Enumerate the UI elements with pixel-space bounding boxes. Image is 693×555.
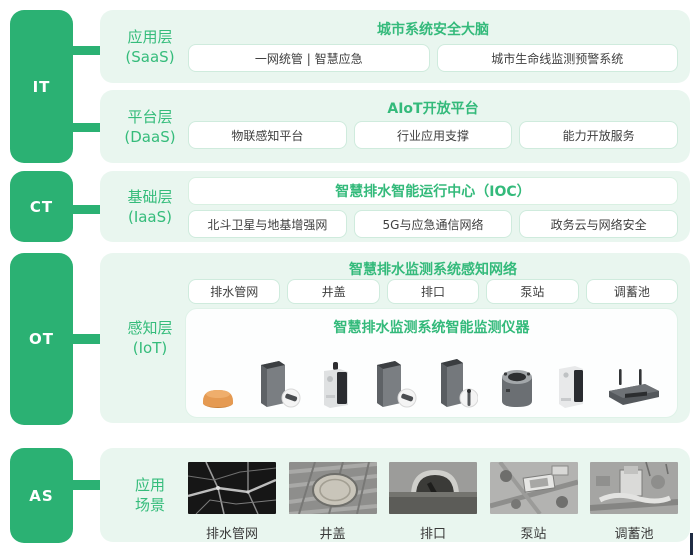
connector-it-saas [64, 46, 108, 55]
saas-pill-row: 一网统管 | 智慧应急 城市生命线监测预警系统 [188, 44, 678, 72]
pill-pump-station: 泵站 [486, 279, 579, 304]
daas-heading: AIoT开放平台 [387, 101, 479, 117]
pill-iot-sensing-platform: 物联感知平台 [188, 121, 347, 149]
iot-pill-row: 排水管网 井盖 排口 泵站 调蓄池 [188, 279, 679, 304]
scene-outlet: 排口 [389, 462, 477, 542]
pill-city-lifeline-warning: 城市生命线监测预警系统 [436, 44, 678, 72]
cabinet-sensor-icon [371, 359, 417, 409]
layer-label-saas: 应用层 (SaaS) [106, 26, 194, 67]
connector-ot-iot [64, 334, 108, 344]
dome-sensor-icon [200, 387, 236, 409]
layer-abbr: (DaaS) [124, 127, 176, 146]
page-edge-artifact [690, 533, 693, 555]
pill-gov-cloud-security: 政务云与网络安全 [519, 210, 679, 238]
daas-pill-row: 物联感知平台 行业应用支撑 能力开放服务 [188, 121, 679, 149]
layer-abbr: (SaaS) [125, 47, 175, 66]
layer-abbr: (IoT) [132, 339, 168, 357]
pill-unified-management: 一网统管 | 智慧应急 [188, 44, 430, 72]
layer-name: 感知层 [127, 318, 173, 337]
scene-caption: 井盖 [319, 527, 346, 542]
iaas-heading: 智慧排水智能运行中心（IOC） [335, 184, 531, 200]
scene-drainage-network: 排水管网 [188, 462, 276, 542]
probe-cabinet-sensor-icon [436, 357, 478, 409]
rail-label-ct: CT [29, 197, 54, 216]
pill-drainage-network: 排水管网 [188, 279, 281, 304]
scene-caption: 排水管网 [205, 527, 258, 542]
rail-block-it: IT [10, 10, 73, 163]
pill-capability-open-service: 能力开放服务 [519, 121, 679, 149]
layer-label-scenes: 应用 场景 [106, 475, 194, 516]
storage-tank-photo [590, 462, 678, 514]
iot-sub-heading: 智慧排水监测系统智能监测仪器 [333, 320, 530, 336]
rail-label-as: AS [29, 486, 54, 505]
saas-heading: 城市系统安全大脑 [377, 22, 489, 38]
layer-label-iot: 感知层 (IoT) [106, 318, 194, 359]
wall-box-device-icon [556, 363, 586, 409]
layer-abbr: 场景 [134, 496, 165, 514]
panel-scenes: 应用 场景 排水管网 [100, 448, 690, 542]
pill-5g-emergency-network: 5G与应急通信网络 [353, 210, 513, 238]
connector-ct-iaas [64, 205, 108, 214]
layer-name: 平台层 [127, 107, 173, 126]
pill-outlet: 排口 [386, 279, 480, 304]
pill-beidou-ground-network: 北斗卫星与地基增强网 [188, 210, 347, 238]
scene-row: 排水管网 井盖 [188, 462, 678, 542]
connector-it-daas [64, 123, 108, 132]
scene-pump-station: 泵站 [489, 462, 578, 542]
scene-manhole-cover: 井盖 [288, 462, 377, 542]
pill-storage-tank: 调蓄池 [585, 279, 679, 304]
manhole-cover-photo [288, 462, 377, 514]
iot-devices-panel: 智慧排水监测系统智能监测仪器 [185, 308, 678, 418]
rail-label-ot: OT [29, 330, 54, 348]
drainage-network-photo [188, 462, 276, 514]
iaas-heading-box: 智慧排水智能运行中心（IOC） [188, 177, 678, 205]
connector-as-scenes [64, 480, 108, 490]
scene-caption: 排口 [419, 527, 446, 542]
rail-block-as: AS [10, 448, 73, 543]
layer-abbr: (IaaS) [127, 207, 173, 226]
scene-caption: 调蓄池 [614, 527, 654, 542]
panel-iot: 感知层 (IoT) 智慧排水监测系统感知网络 排水管网 井盖 排口 泵站 调蓄池… [100, 253, 690, 423]
outlet-photo [389, 462, 477, 514]
layer-name: 基础层 [127, 187, 173, 206]
layer-label-iaas: 基础层 (IaaS) [106, 186, 194, 227]
screen-monitor-device-icon [320, 361, 352, 409]
panel-iaas: 基础层 (IaaS) 智慧排水智能运行中心（IOC） 北斗卫星与地基增强网 5G… [100, 171, 690, 242]
scene-caption: 泵站 [520, 527, 547, 542]
well-cylinder-sensor-icon [497, 365, 537, 409]
device-row [200, 339, 663, 409]
rail-label-it: IT [32, 77, 51, 96]
pill-manhole-cover: 井盖 [287, 279, 380, 304]
panel-daas: 平台层 (DaaS) AIoT开放平台 物联感知平台 行业应用支撑 能力开放服务 [100, 90, 690, 163]
gateway-router-icon [605, 367, 663, 409]
layer-label-daas: 平台层 (DaaS) [106, 106, 194, 147]
rail-block-ct: CT [10, 171, 73, 242]
iot-heading: 智慧排水监测系统感知网络 [349, 262, 517, 278]
iaas-pill-row: 北斗卫星与地基增强网 5G与应急通信网络 政务云与网络安全 [188, 210, 679, 238]
pill-industry-app-support: 行业应用支撑 [353, 121, 513, 149]
cabinet-sensor-icon [255, 359, 301, 409]
rail-block-ot: OT [10, 253, 73, 425]
layer-name: 应用 [134, 475, 165, 494]
pump-station-photo [489, 462, 578, 514]
scene-storage-tank: 调蓄池 [590, 462, 678, 542]
layer-name: 应用层 [127, 27, 173, 46]
panel-saas: 应用层 (SaaS) 城市系统安全大脑 一网统管 | 智慧应急 城市生命线监测预… [100, 10, 690, 83]
